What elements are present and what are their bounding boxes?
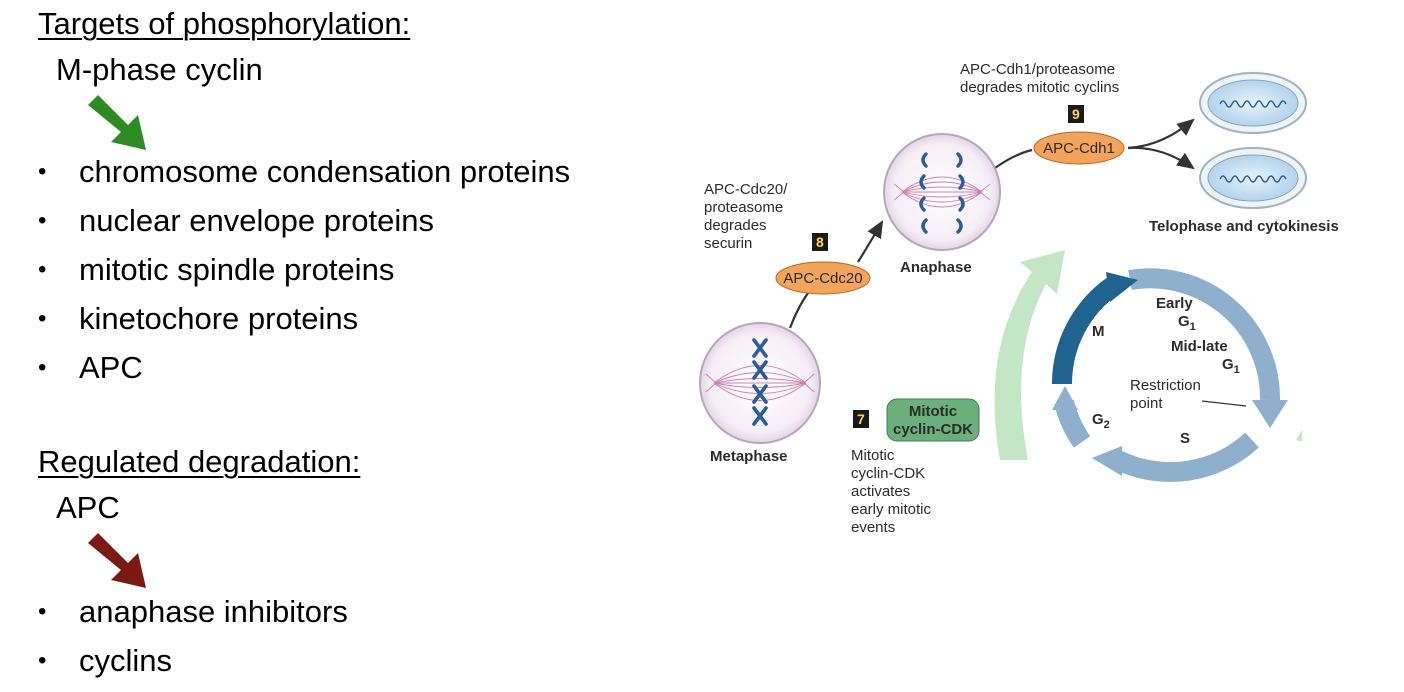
list-item: •chromosome condensation proteins [38,154,571,189]
anaphase-label: Anaphase [900,259,972,276]
anaphase-to-cdh1-connector [994,148,1033,169]
m-phase-cyclin-label: M-phase cyclin [56,52,263,87]
telophase-nucleus-top [1199,72,1307,134]
list-item: •cyclins [38,643,173,678]
cdc20-caption-line-1: APC-Cdc20/ [704,181,788,198]
step-9-box [1068,105,1084,123]
metaphase-cell [699,322,821,444]
cdc20-to-anaphase-arrow [857,220,884,263]
cycle-g1-arc [1128,268,1281,401]
cycle-midlate-g1-label: G1 [1222,356,1240,376]
apc-label: APC [56,490,120,525]
list-item: •mitotic spindle proteins [38,252,395,287]
cycle-g1-arrowhead [1252,400,1288,428]
cyclin-cdk-caption-line-5: events [851,519,895,536]
phosphorylation-heading: Targets of phosphorylation: [38,6,411,41]
cycle-midlate-label: Mid-late [1171,338,1228,355]
cycle-g2-label: G2 [1092,411,1110,431]
cycle-early-label: Early [1156,295,1193,312]
cdc20-caption-line-3: degrades [704,217,767,234]
cdc20-caption-line-4: securin [704,235,752,252]
apc-cdc20-label: APC-Cdc20 [783,270,862,287]
step-8-box [812,233,828,251]
phosphorylation-target-list: •chromosome condensation proteins •nucle… [36,154,570,399]
cycle-tail-tick [1296,430,1302,442]
cdc20-caption-line-2: proteasome [704,199,783,216]
metaphase-to-cdc20-connector [788,287,813,329]
apc-cdh1-label: APC-Cdh1 [1043,140,1115,157]
list-item: •nuclear envelope proteins [38,203,435,238]
restriction-point-line-1: Restriction [1130,377,1201,394]
anaphase-cell [883,133,1001,251]
cell-cycle-wheel [1051,268,1302,483]
cdh1-to-telophase-arrow-bottom [1127,146,1195,170]
list-item: •APC [38,350,143,385]
cyclin-cdk-box-line-2: cyclin-CDK [893,421,973,438]
apc-cdc20-enzyme [775,261,871,295]
list-item: •anaphase inhibitors [38,594,348,629]
phosphorylation-arrow [88,95,146,150]
cycle-s-arc [1113,432,1259,483]
cdh1-to-telophase-arrow-top [1127,118,1195,150]
step-8-number: 8 [816,234,824,250]
cycle-s-arrowhead [1092,446,1122,476]
cyclin-cdk-caption-line-2: cyclin-CDK [851,465,925,482]
cyclin-cdk-box-line-1: Mitotic [909,403,957,420]
step-7-number: 7 [857,411,865,427]
cyclin-cdk-caption-line-4: early mitotic [851,501,932,518]
cyclin-cdk-caption-line-1: Mitotic [851,447,895,464]
restriction-point-pointer [1201,400,1247,407]
cycle-m-label: M [1092,323,1105,340]
step-9-number: 9 [1072,106,1080,122]
cdh1-caption-line-1: APC-Cdh1/proteasome [960,61,1115,78]
green-progression-arrow [994,250,1065,460]
step-7-box [853,410,869,428]
degradation-arrow [88,533,146,588]
degradation-heading: Regulated degradation: [38,444,361,479]
apc-cdh1-enzyme [1033,131,1125,165]
cycle-s-label: S [1180,430,1190,447]
degradation-target-list: •anaphase inhibitors •cyclins [36,594,348,692]
restriction-point-line-2: point [1130,395,1163,412]
metaphase-label: Metaphase [710,448,788,465]
cycle-early-g1-label: G1 [1178,313,1196,333]
telophase-label: Telophase and cytokinesis [1149,218,1339,235]
cyclin-cdk-caption-line-3: activates [851,483,910,500]
cycle-m-arc [1051,276,1120,385]
cell-cycle-diagram: APC-Cdh1/proteasome degrades mitotic cyc… [699,61,1339,536]
cycle-g2-arrowhead [1052,386,1078,410]
cycle-m-arrowhead [1106,272,1138,302]
list-item: •kinetochore proteins [38,301,359,336]
cdh1-caption-line-2: degrades mitotic cyclins [960,79,1119,96]
mitotic-cyclin-cdk-box [886,398,980,442]
telophase-nucleus-bottom [1199,147,1307,209]
